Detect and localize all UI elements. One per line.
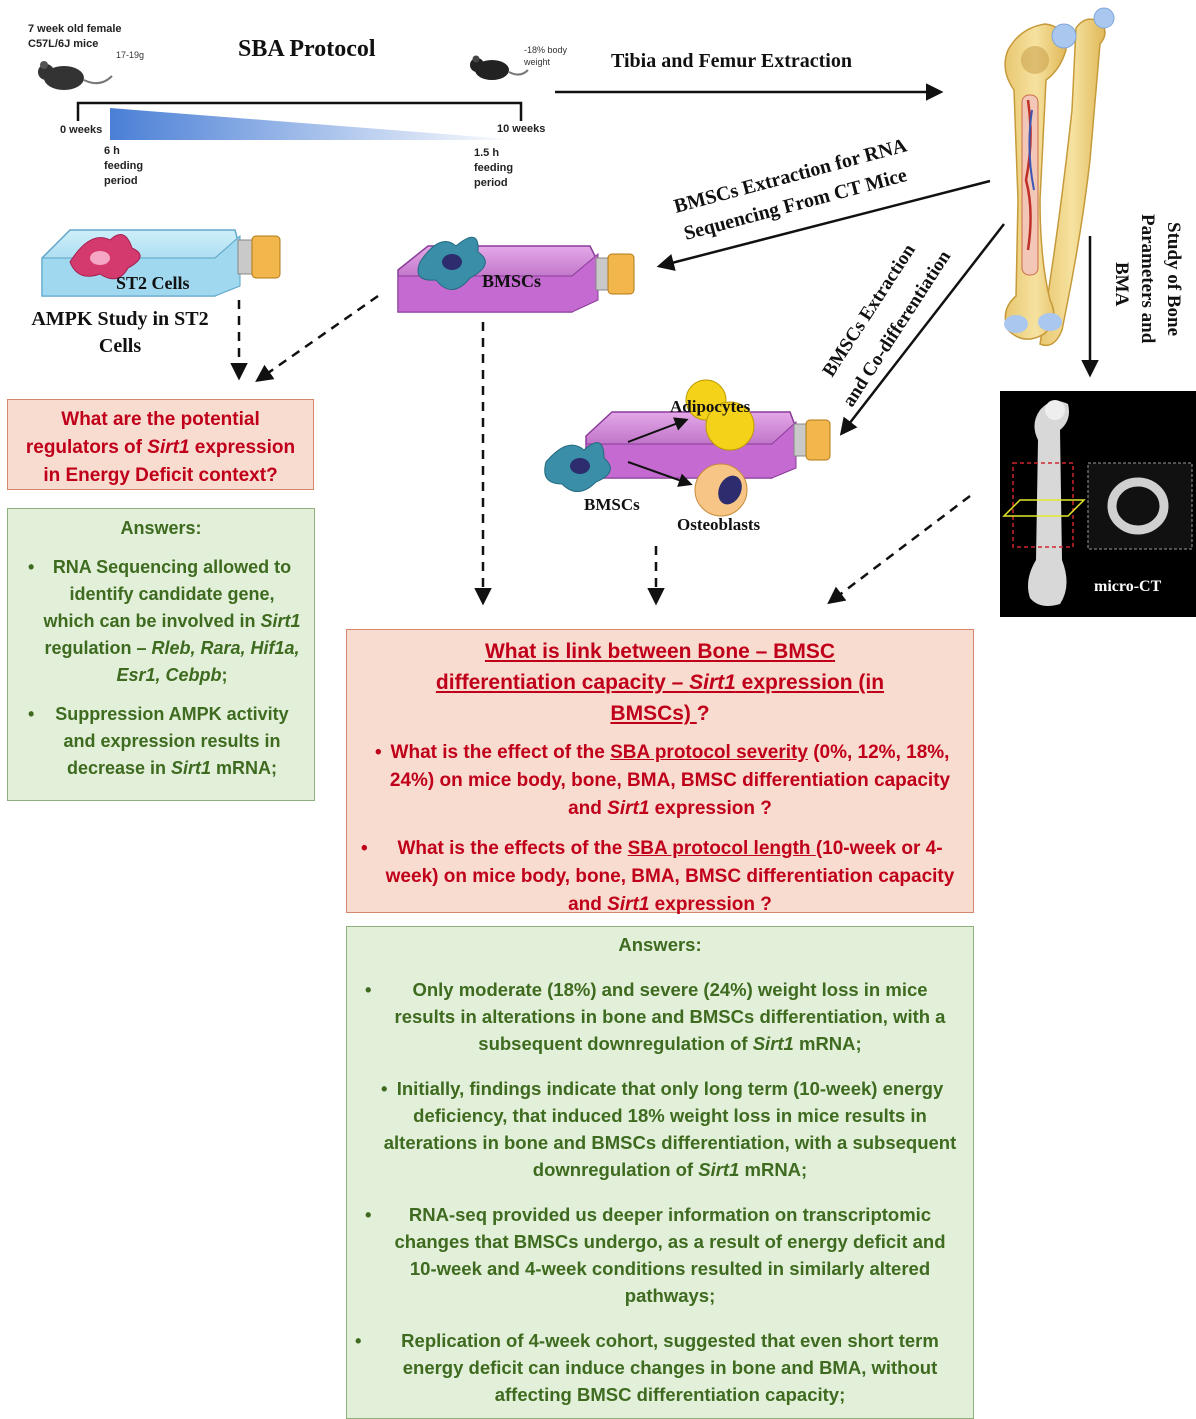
main-answers-title: Answers: [618,934,702,955]
bmscs-flask-label: BMSCs [482,271,542,291]
question-text: expression ? [649,894,772,915]
main-question-title: What is link between Bone – BMSC differe… [421,636,899,729]
codiff-bmscs-label: BMSCs [584,495,640,514]
adipocytes-icon [685,379,755,451]
answer-text: mRNA; [739,1159,808,1180]
bullet: • [355,1330,362,1351]
bone-study-label-3: BMA [1111,262,1132,307]
answer-text: regulation – [44,638,152,658]
tibia-femur-label: Tibia and Femur Extraction [611,50,852,72]
answer-text: mRNA; [211,758,278,778]
main-answers-box: Answers: • Only moderate (18%) and sever… [346,926,974,1419]
question-underlined: SBA protocol severity [610,742,808,763]
microct-crosssection-icon [1107,477,1169,535]
microct-plane [1002,499,1086,517]
mouse-end-icon [470,55,529,80]
answer-text: ; [221,665,228,685]
bullet: • [365,979,372,1000]
gene-name: Sirt1 [607,894,650,915]
feeding-gradient [110,108,520,140]
gene-name: Sirt1 [752,1033,794,1054]
main-answer-item: • Only moderate (18%) and severe (24%) w… [363,976,957,1057]
main-answer-item: • RNA-seq provided us deeper information… [363,1201,957,1309]
answer-text: RNA-seq provided us deeper information o… [394,1204,946,1306]
main-answer-item: • Initially, findings indicate that only… [363,1075,957,1183]
question-text: (10-week or 4-week) on mice body, bone, … [385,838,955,915]
arrow-codiff [839,223,1005,436]
gene-name: Sirt1 [260,611,301,631]
microct-roi [1012,462,1074,548]
left-question-gene: Sirt1 [147,437,190,458]
bone-study-label-2: Parameters and [1137,214,1158,344]
bullet: • [365,1204,372,1225]
main-question-title-text: expression (in BMSCs) [610,671,885,725]
gene-list: Rleb, Rara, Hif1a, Esr1, Cebpb [116,638,300,685]
bone-icon [1004,7,1115,347]
bullet: • [28,704,35,724]
left-question-box: What are the potential regulators of Sir… [7,399,314,490]
timeline-bracket [76,101,523,121]
main-question-title-end: ? [696,702,710,725]
answer-text: mRNA; [793,1033,862,1054]
bullet: • [361,838,368,859]
main-question-title-text: What is link between Bone – BMSC differe… [435,640,836,694]
bone-study-label-1: Study of Bone [1163,222,1184,336]
left-question-part1: What are the potential regulators of [25,409,260,458]
gene-name: Sirt1 [607,798,650,819]
answer-text: Only moderate (18%) and severe (24%) wei… [394,979,946,1054]
st2-caption: AMPK Study in ST2 Cells [31,308,209,357]
left-answer-item: • Suppression AMPK activity and expressi… [20,701,302,782]
end-weight-note: -18% body weight [524,45,568,67]
end-week: 10 weeks [497,123,546,135]
question-text: expression ? [649,798,772,819]
main-question-item: • What is the effects of the SBA protoco… [361,835,959,919]
question-underlined: SBA protocol length [627,838,816,859]
left-question-part2: expression in Energy Deficit context? [43,437,296,486]
bullet: • [375,742,382,763]
gene-name: Sirt1 [689,671,736,694]
mouse-start-label: 7 week old female C57L/6J mice [28,23,122,50]
answer-text: RNA Sequencing allowed to identify candi… [43,557,292,631]
bullet: • [381,1078,388,1099]
question-text: What is the effects of the [397,838,628,859]
sba-protocol-title: SBA Protocol [238,36,376,62]
osteoblasts-icon [694,463,748,517]
adipocytes-label: Adipocytes [670,397,751,416]
question-text: What is the effect of the [390,742,611,763]
main-question-item: • What is the effect of the SBA protocol… [361,739,959,823]
answer-text: Suppression AMPK activity and expression… [55,704,289,778]
start-weight: 17-19g [116,50,145,60]
arrow-rna-seq [656,179,991,271]
left-answers-title: Answers: [120,518,202,538]
st2-flask-label: ST2 Cells [116,273,190,293]
main-question-box: What is link between Bone – BMSC differe… [346,629,974,915]
gene-name: Sirt1 [171,758,212,778]
question-text: (0%, 12%, 18%, 24%) on mice body, bone, … [389,742,951,819]
bullet: • [28,557,35,577]
microct-femur-icon [1028,400,1069,606]
left-answer-item: • RNA Sequencing allowed to identify can… [20,554,302,689]
osteoblasts-label: Osteoblasts [677,515,761,534]
answer-text: Replication of 4-week cohort, suggested … [401,1330,939,1405]
answer-text: Initially, findings indicate that only l… [383,1078,957,1180]
start-feeding: 6 h feeding period [104,145,144,187]
start-week: 0 weeks [60,124,103,136]
microct-inset [1087,462,1193,550]
microct-label: micro-CT [1094,578,1162,595]
bmscs-flask-icon [397,236,635,313]
dash-microct-left [827,495,971,605]
codiff-flask-icon [544,411,831,492]
dash-bmscs-left [255,294,379,383]
gene-name: Sirt1 [698,1159,740,1180]
main-answer-item: • Replication of 4-week cohort, suggeste… [355,1327,957,1408]
st2-flask-icon [41,229,281,297]
left-answers-box: Answers: • RNA Sequencing allowed to ide… [7,508,315,801]
mouse-start-icon [38,61,113,90]
end-feeding: 1.5 h feeding period [474,147,514,189]
